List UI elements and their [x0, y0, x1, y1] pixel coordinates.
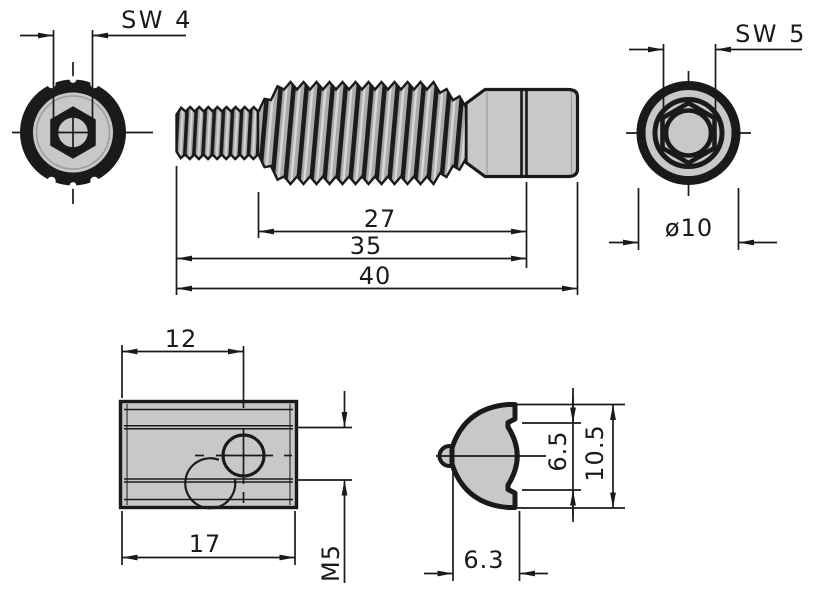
- dim-label-sw4: SW 4: [121, 6, 193, 34]
- dimension-27: 27: [257, 182, 528, 268]
- dim-label-6-3: 6.3: [463, 546, 504, 574]
- thread-notch: [90, 79, 99, 89]
- dim-label-dia10: ø10: [665, 214, 713, 242]
- thread-notch: [90, 176, 99, 186]
- dimension-6-3: 6.3: [424, 469, 548, 581]
- dimension-40: 40: [176, 182, 579, 295]
- hex-socket: [50, 106, 96, 159]
- thread-notch: [47, 79, 56, 89]
- thread-major-arc: [184, 457, 237, 510]
- dimension-sw4: SW 4: [20, 6, 193, 118]
- head-outer-ring: [636, 81, 741, 185]
- dim-label-40: 40: [359, 262, 392, 290]
- nut-profile-view: 6.5 10.5 6.3: [424, 388, 625, 581]
- hex-socket: [660, 100, 717, 166]
- thread-notch: [69, 182, 77, 189]
- nut-body: [118, 399, 299, 510]
- dimension-sw5: SW 5: [629, 20, 807, 112]
- dim-label-35: 35: [350, 232, 383, 260]
- head-end-view: SW 5 ø10: [609, 20, 807, 250]
- dim-label-12: 12: [165, 325, 198, 353]
- dim-label-sw5: SW 5: [735, 20, 807, 48]
- dimension-10-5: 10.5: [517, 403, 625, 509]
- dimension-35: 35: [175, 166, 527, 295]
- dim-label-6-5: 6.5: [544, 430, 572, 471]
- dim-label-17: 17: [189, 530, 222, 558]
- dimension-12: 12: [121, 325, 245, 408]
- dim-label-27: 27: [364, 205, 397, 233]
- thread-notch: [69, 76, 77, 83]
- dim-label-10-5: 10.5: [581, 424, 609, 481]
- thread-notch: [47, 176, 56, 186]
- socket-bottom-circle: [663, 108, 714, 158]
- head-face: [645, 90, 732, 176]
- dimension-dia10: ø10: [609, 188, 777, 250]
- counterbore-ring: [652, 97, 725, 169]
- tapping-thread: [256, 79, 468, 187]
- screw-end-view: SW 4: [12, 6, 193, 204]
- dim-label-m5: M5: [317, 544, 345, 582]
- stud-thread-m5: [175, 105, 260, 161]
- dimension-17: 17: [121, 511, 296, 565]
- dimension-m5: M5: [296, 391, 352, 583]
- nut-top-view: 12 17 M5: [118, 325, 352, 583]
- screw-side-view: 27 35 40: [175, 79, 580, 295]
- chamfer-circle: [35, 95, 111, 170]
- dimension-6-5: 6.5: [522, 388, 581, 522]
